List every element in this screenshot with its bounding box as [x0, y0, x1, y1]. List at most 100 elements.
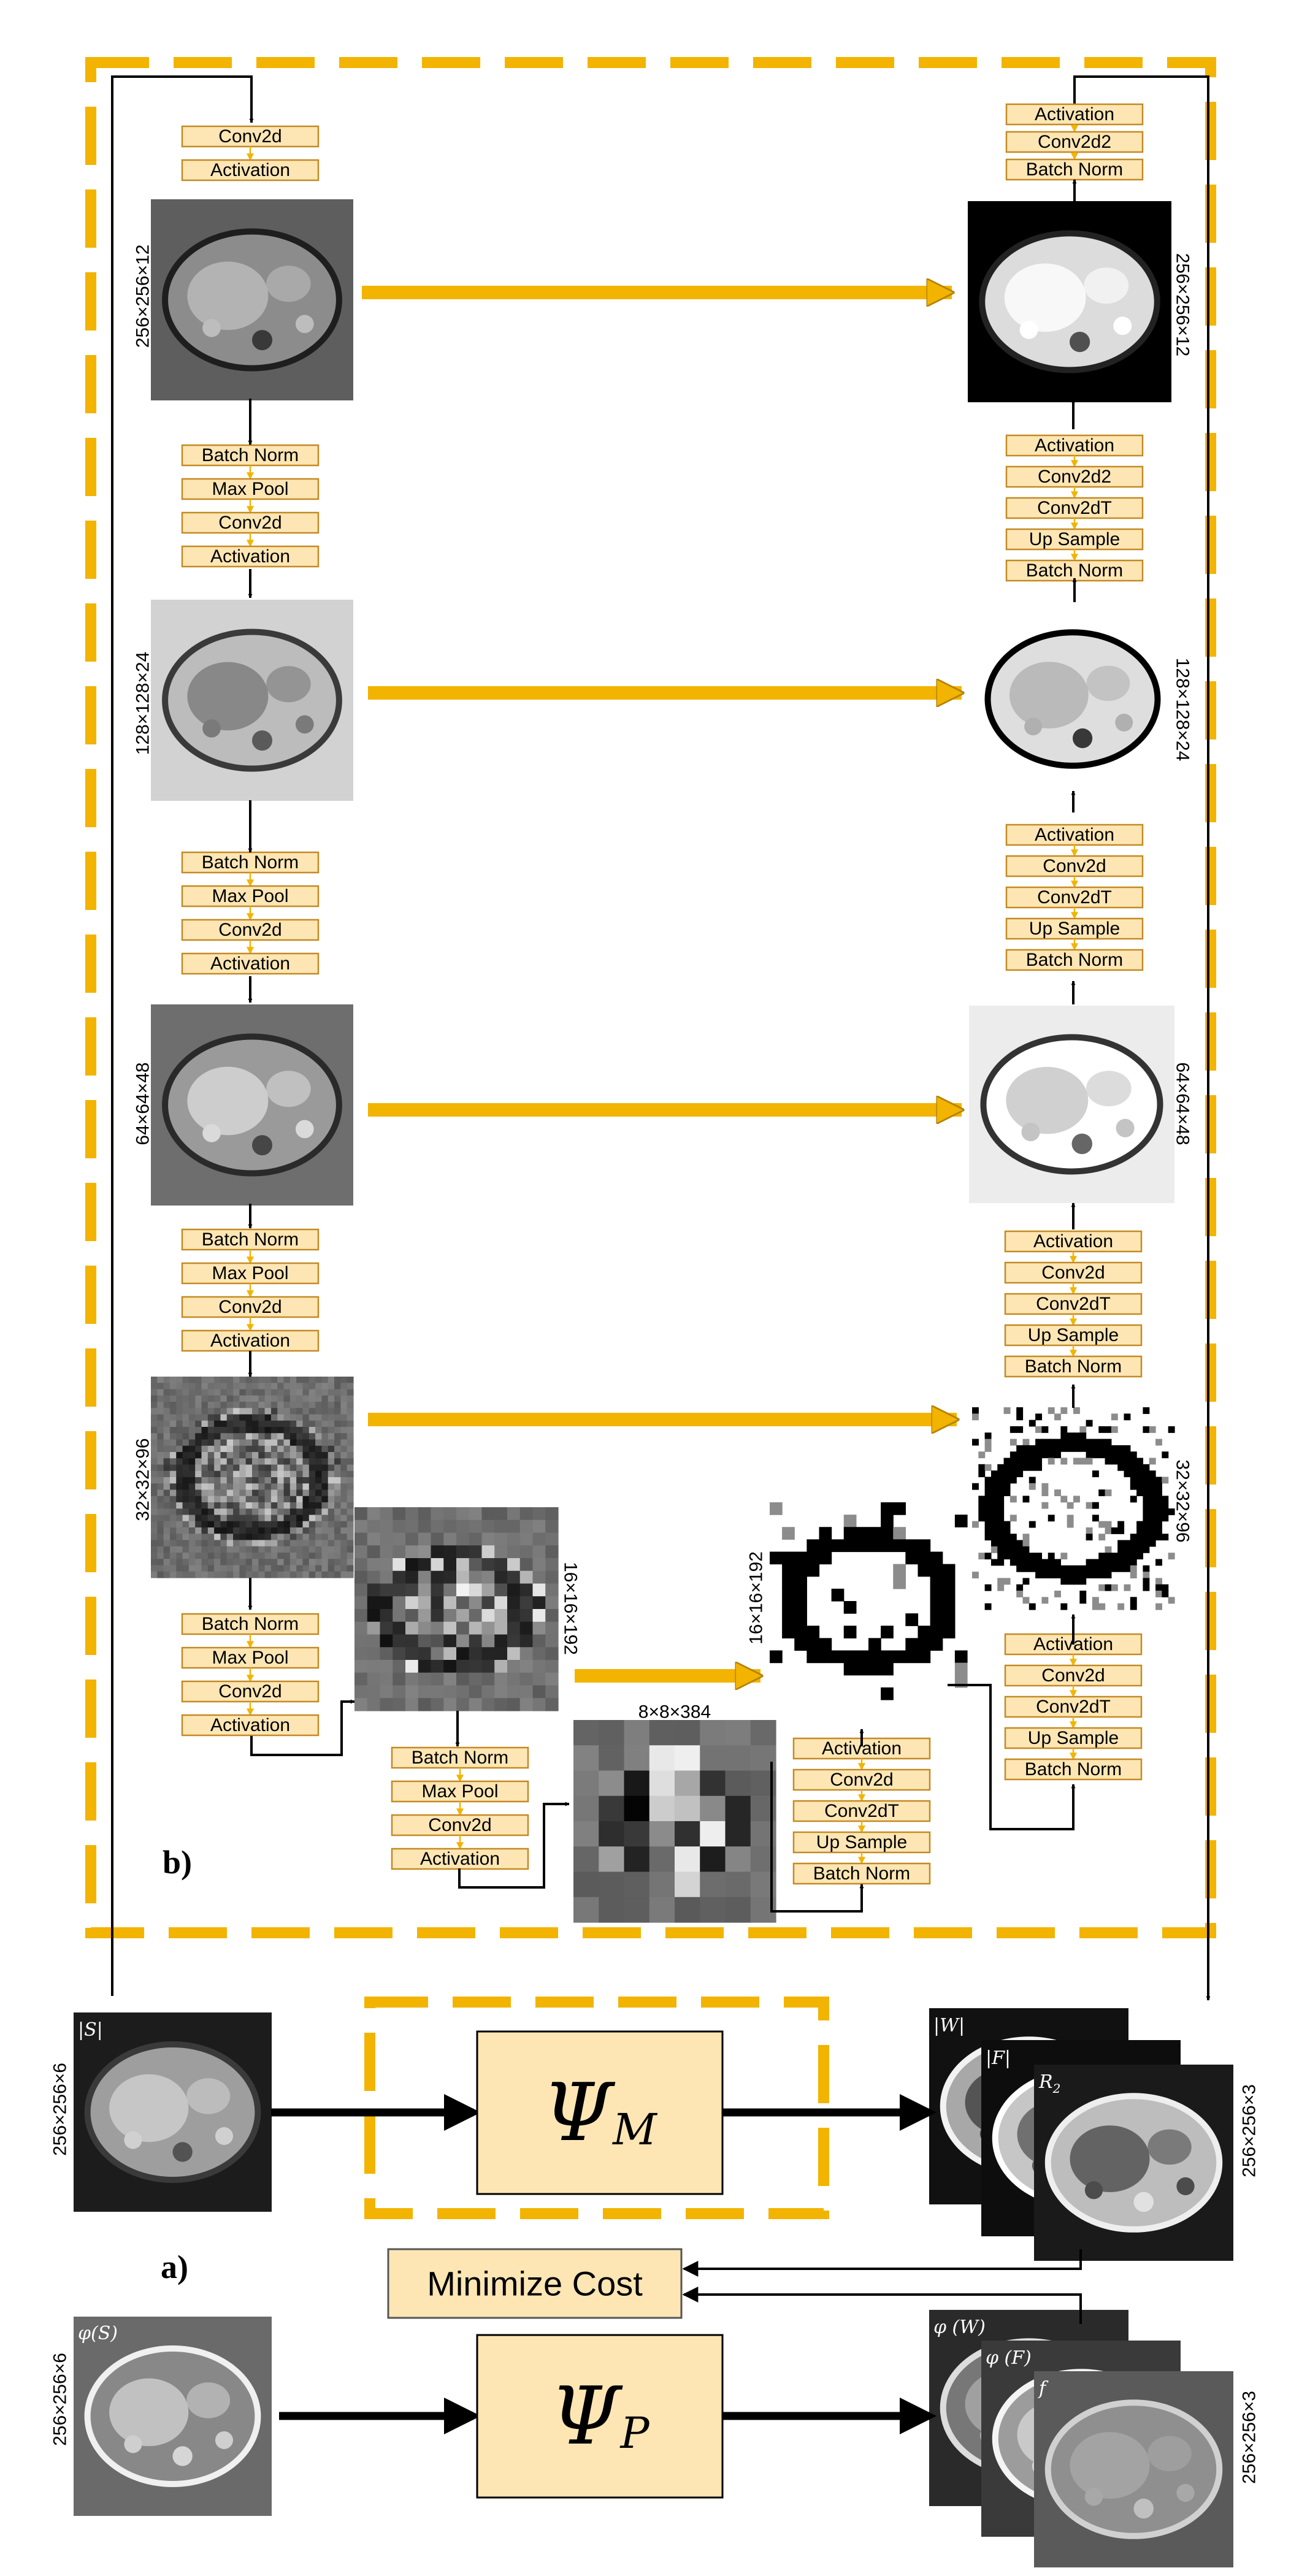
cost-connector-1 [682, 2249, 1082, 2277]
enc-scan-256 [151, 199, 353, 400]
dec-dim-1: 256×256×12 [1173, 253, 1193, 357]
op-box [181, 1646, 320, 1669]
op-box [1004, 1324, 1143, 1347]
enc-dim-2: 128×128×24 [133, 652, 153, 755]
op-box [181, 1613, 320, 1635]
phase-output-dim: 256×256×3 [1239, 2391, 1260, 2484]
op-label: Activation [210, 954, 290, 974]
op-box [391, 1746, 529, 1769]
op-label: Up Sample [1028, 1325, 1119, 1345]
op-box [1005, 434, 1144, 457]
op-box [1005, 158, 1144, 181]
bottleneck-dim: 8×8×384 [638, 1702, 711, 1722]
dec-dim-4: 32×32×96 [1173, 1459, 1193, 1542]
op-box [181, 125, 320, 148]
op-box [1005, 824, 1144, 846]
phase-input-scan [74, 2317, 272, 2516]
op-box [1004, 1664, 1143, 1687]
enc-scan-64 [151, 1004, 353, 1206]
r2-output-scan [1034, 2065, 1233, 2261]
panel-a-label: a) [161, 2249, 188, 2285]
op-box [181, 159, 320, 182]
enc-arrow [458, 1802, 570, 1889]
phase-water-output-label: φ (W) [933, 2317, 986, 2338]
input-connector [111, 75, 254, 1996]
op-label: Activation [210, 160, 290, 180]
enc-dim-3: 64×64×48 [133, 1062, 153, 1145]
r2-output-subscript: 2 [1052, 2081, 1061, 2096]
r2-output-label: R2 [1038, 2071, 1060, 2096]
op-label: Activation [210, 546, 290, 567]
op-label: Batch Norm [1026, 159, 1123, 180]
op-label: Conv2dT [824, 1801, 899, 1821]
op-label: Conv2dT [1036, 1294, 1111, 1314]
op-box [181, 885, 320, 908]
op-box [1005, 497, 1144, 519]
cost-connector-2 [682, 2287, 1082, 2324]
panel-b-label: b) [163, 1844, 192, 1881]
op-box [181, 511, 320, 534]
bottleneck-out-arrow [770, 1762, 864, 1913]
op-label: Up Sample [816, 1832, 907, 1852]
op-label: Max Pool [212, 1648, 288, 1668]
op-box [1005, 949, 1144, 971]
enc-scan-16 [354, 1507, 559, 1711]
enc-arrow [250, 1699, 355, 1756]
layer-scans [74, 199, 1233, 2567]
op-box [391, 1848, 529, 1870]
op-label: Conv2d [218, 920, 282, 940]
op-box [792, 1862, 931, 1885]
op-box [181, 1228, 320, 1251]
op-box [181, 851, 320, 874]
dec-scan-32 [972, 1407, 1175, 1610]
psi-m-label: ΨM [543, 2066, 658, 2159]
mag-output-dim: 256×256×3 [1239, 2084, 1260, 2177]
op-label: Conv2d [1041, 1263, 1105, 1283]
op-label: Max Pool [212, 479, 288, 499]
op-label: Max Pool [421, 1781, 498, 1802]
op-box [1004, 1727, 1143, 1749]
op-label: Up Sample [1029, 529, 1120, 549]
op-box [1004, 1758, 1143, 1781]
op-label: Conv2dT [1037, 498, 1112, 518]
op-label: Batch Norm [202, 852, 299, 873]
op-label: Conv2d [218, 1297, 282, 1317]
dec-dim-5: 16×16×192 [746, 1551, 767, 1645]
op-label: Conv2d [830, 1770, 893, 1790]
op-label: Activation [1035, 825, 1114, 845]
op-box [1005, 917, 1144, 940]
dec-arrow [948, 1684, 1076, 1830]
dec-scan-128 [974, 601, 1171, 797]
op-label: Max Pool [212, 886, 288, 906]
op-label: Batch Norm [813, 1863, 910, 1884]
mag-input-dim: 256×256×6 [50, 2063, 71, 2156]
dec-scan-16 [770, 1502, 968, 1700]
op-box [1005, 855, 1144, 877]
op-label: Batch Norm [1025, 1759, 1122, 1779]
op-label: Up Sample [1029, 919, 1120, 939]
op-label: Activation [1035, 104, 1114, 124]
enc-scan-128 [151, 600, 353, 801]
output-connector [1073, 75, 1211, 2001]
op-box [1005, 465, 1144, 488]
enc-dim-1: 256×256×12 [133, 245, 153, 348]
dec-dim-2: 128×128×24 [1173, 658, 1193, 762]
op-label: Batch Norm [412, 1748, 508, 1768]
op-label: Activation [1035, 435, 1114, 456]
fat-fraction-output-scan [1034, 2371, 1233, 2567]
op-label: Batch Norm [1026, 950, 1123, 970]
mag-input-label: |S| [78, 2019, 103, 2041]
op-label: Batch Norm [1026, 560, 1123, 581]
op-box [181, 952, 320, 975]
psi-p-label: ΨP [550, 2369, 650, 2463]
op-label: Conv2d [218, 1681, 282, 1702]
